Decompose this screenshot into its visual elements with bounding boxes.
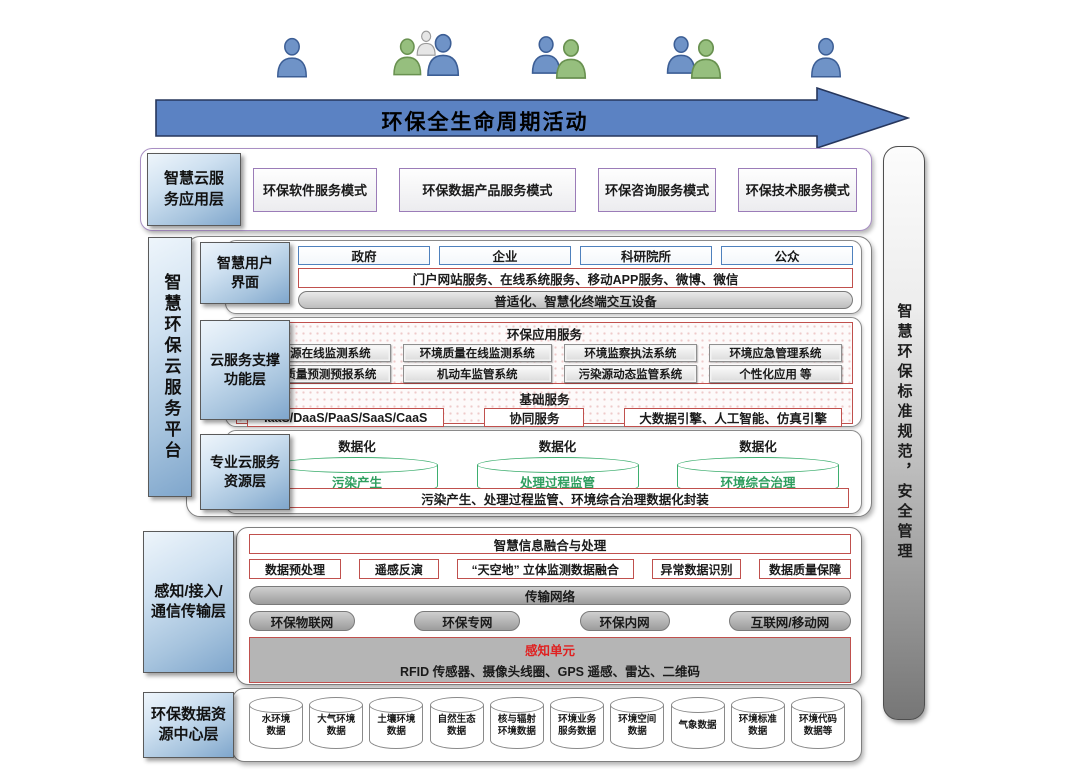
support-section: 环保应用服务 污染源在线监测系统 环境质量在线监测系统 环境监察执法系统 环境应… [225,317,862,427]
user-group-box: 科研院所 [580,246,712,265]
datafication-label: 数据化 [338,440,376,454]
perception-layer: 智慧信息融合与处理 数据预处理 遥感反演 “天空地” 立体监测数据融合 异常数据… [236,527,862,685]
fusion-item-box: “天空地” 立体监测数据融合 [456,559,634,579]
data-center-label: 环保数据资 源中心层 [143,692,234,758]
database-cylinder: 环境空间 数据 [610,697,665,749]
app-services-title: 环保应用服务 [506,328,582,342]
database-cylinder: 自然生态 数据 [429,697,484,749]
platform-label-bar: 智慧环保云服务平台 [148,237,192,497]
system-box: 机动车监管系统 [402,365,552,383]
system-box: 环境质量在线监测系统 [402,344,552,362]
database-cylinder: 环境标准 数据 [730,697,785,749]
app-layer: 智慧云服 务应用层 环保软件服务模式 环保数据产品服务模式 环保咨询服务模式 环… [140,148,872,231]
perception-layer-label: 感知/接入/ 通信传输层 [143,531,234,673]
sensing-unit-box: 感知单元 RFID 传感器、摄像头线圈、GPS 遥感、雷达、二维码 [249,637,851,683]
service-mode-box: 环保数据产品服务模式 [398,167,576,212]
user-group-box: 企业 [439,246,571,265]
users-duo-icon [666,36,722,79]
system-box: 环境应急管理系统 [708,344,842,362]
basic-services-title: 基础服务 [519,393,570,407]
transmission-network-pill: 传输网络 [249,586,851,605]
database-cylinder: 环境代码 数据等 [790,697,845,749]
basic-service-box: 大数据引擎、人工智能、仿真引擎 [624,408,842,427]
database-cylinder: 土壤环境 数据 [369,697,424,749]
terminal-devices-pill: 普适化、智慧化终端交互设备 [298,291,853,309]
lifecycle-arrow-title: 环保全生命周期活动 [381,111,589,134]
resource-section: 数据化 污染产生 数据化 处理过程监管 数据化 [225,430,862,514]
basic-service-box: IaaS/DaaS/PaaS/SaaS/CaaS [247,408,445,427]
database-cylinder: 大气环境 数据 [309,697,364,749]
data-cylinder-group: 数据化 污染产生 [276,436,438,495]
data-cylinder-group: 数据化 环境综合治理 [677,436,839,495]
database-cylinder: 水环境 数据 [249,697,303,749]
data-cylinder-group: 数据化 处理过程监管 [476,436,639,495]
user-single-icon [811,37,841,78]
lifecycle-arrow [155,87,910,149]
network-pill: 环保物联网 [249,611,355,631]
fusion-item-box: 异常数据识别 [651,559,742,579]
network-pill: 互联网/移动网 [728,611,851,631]
network-pill: 环保内网 [579,611,670,631]
fusion-item-box: 数据预处理 [249,559,341,579]
standards-sidebar: 智慧环保标准规范，安全管理 [883,146,925,720]
basic-services-group: 基础服务 IaaS/DaaS/PaaS/SaaS/CaaS 协同服务 大数据引擎… [236,388,853,427]
system-box: 环境监察执法系统 [563,344,697,362]
database-cylinder: 核与辐射 环境数据 [489,697,544,749]
portal-services-box: 门户网站服务、在线系统服务、移动APP服务、微博、微信 [298,268,853,288]
resource-section-label: 专业云服务 资源层 [200,434,290,510]
app-services-group: 环保应用服务 污染源在线监测系统 环境质量在线监测系统 环境监察执法系统 环境应… [236,322,853,384]
database-cylinder: 气象数据 [670,697,725,749]
user-single-icon [277,37,307,78]
fusion-item-box: 遥感反演 [358,559,439,579]
user-interface-label: 智慧用户 界面 [200,242,290,304]
standards-sidebar-label: 智慧环保标准规范，安全管理 [895,303,913,563]
datafication-label: 数据化 [739,440,777,454]
database-cylinder: 环境业务 服务数据 [550,697,605,749]
app-layer-label: 智慧云服 务应用层 [147,153,241,226]
user-group-box: 政府 [298,246,430,265]
network-pill: 环保专网 [414,611,521,631]
packaging-box: 污染产生、处理过程监管、环境综合治理数据化封装 [281,488,849,508]
system-box: 个性化应用 等 [708,365,842,383]
system-box: 污染源动态监管系统 [563,365,697,383]
datafication-label: 数据化 [538,440,577,454]
user-interface-section: 政府 企业 科研院所 公众 门户网站服务、在线系统服务、移动APP服务、微博、微… [225,240,862,314]
service-mode-box: 环保技术服务模式 [738,167,857,212]
basic-service-box: 协同服务 [484,408,585,427]
sensing-unit-title: 感知单元 [524,644,575,658]
data-center-layer: 水环境 数据 大气环境 数据 土壤环境 数据 自然生态 数据 核与辐射 环境数据… [232,688,862,762]
service-mode-box: 环保咨询服务模式 [597,167,717,212]
service-mode-box: 环保软件服务模式 [253,167,377,212]
support-section-label: 云服务支撑 功能层 [200,320,290,420]
fusion-item-box: 数据质量保障 [759,559,852,579]
user-group-box: 公众 [721,246,853,265]
fusion-title-box: 智慧信息融合与处理 [249,534,851,554]
users-trio-icon [393,30,460,77]
sensing-unit-items: RFID 传感器、摄像头线圈、GPS 遥感、雷达、二维码 [399,665,700,679]
users-duo-icon [531,36,587,79]
